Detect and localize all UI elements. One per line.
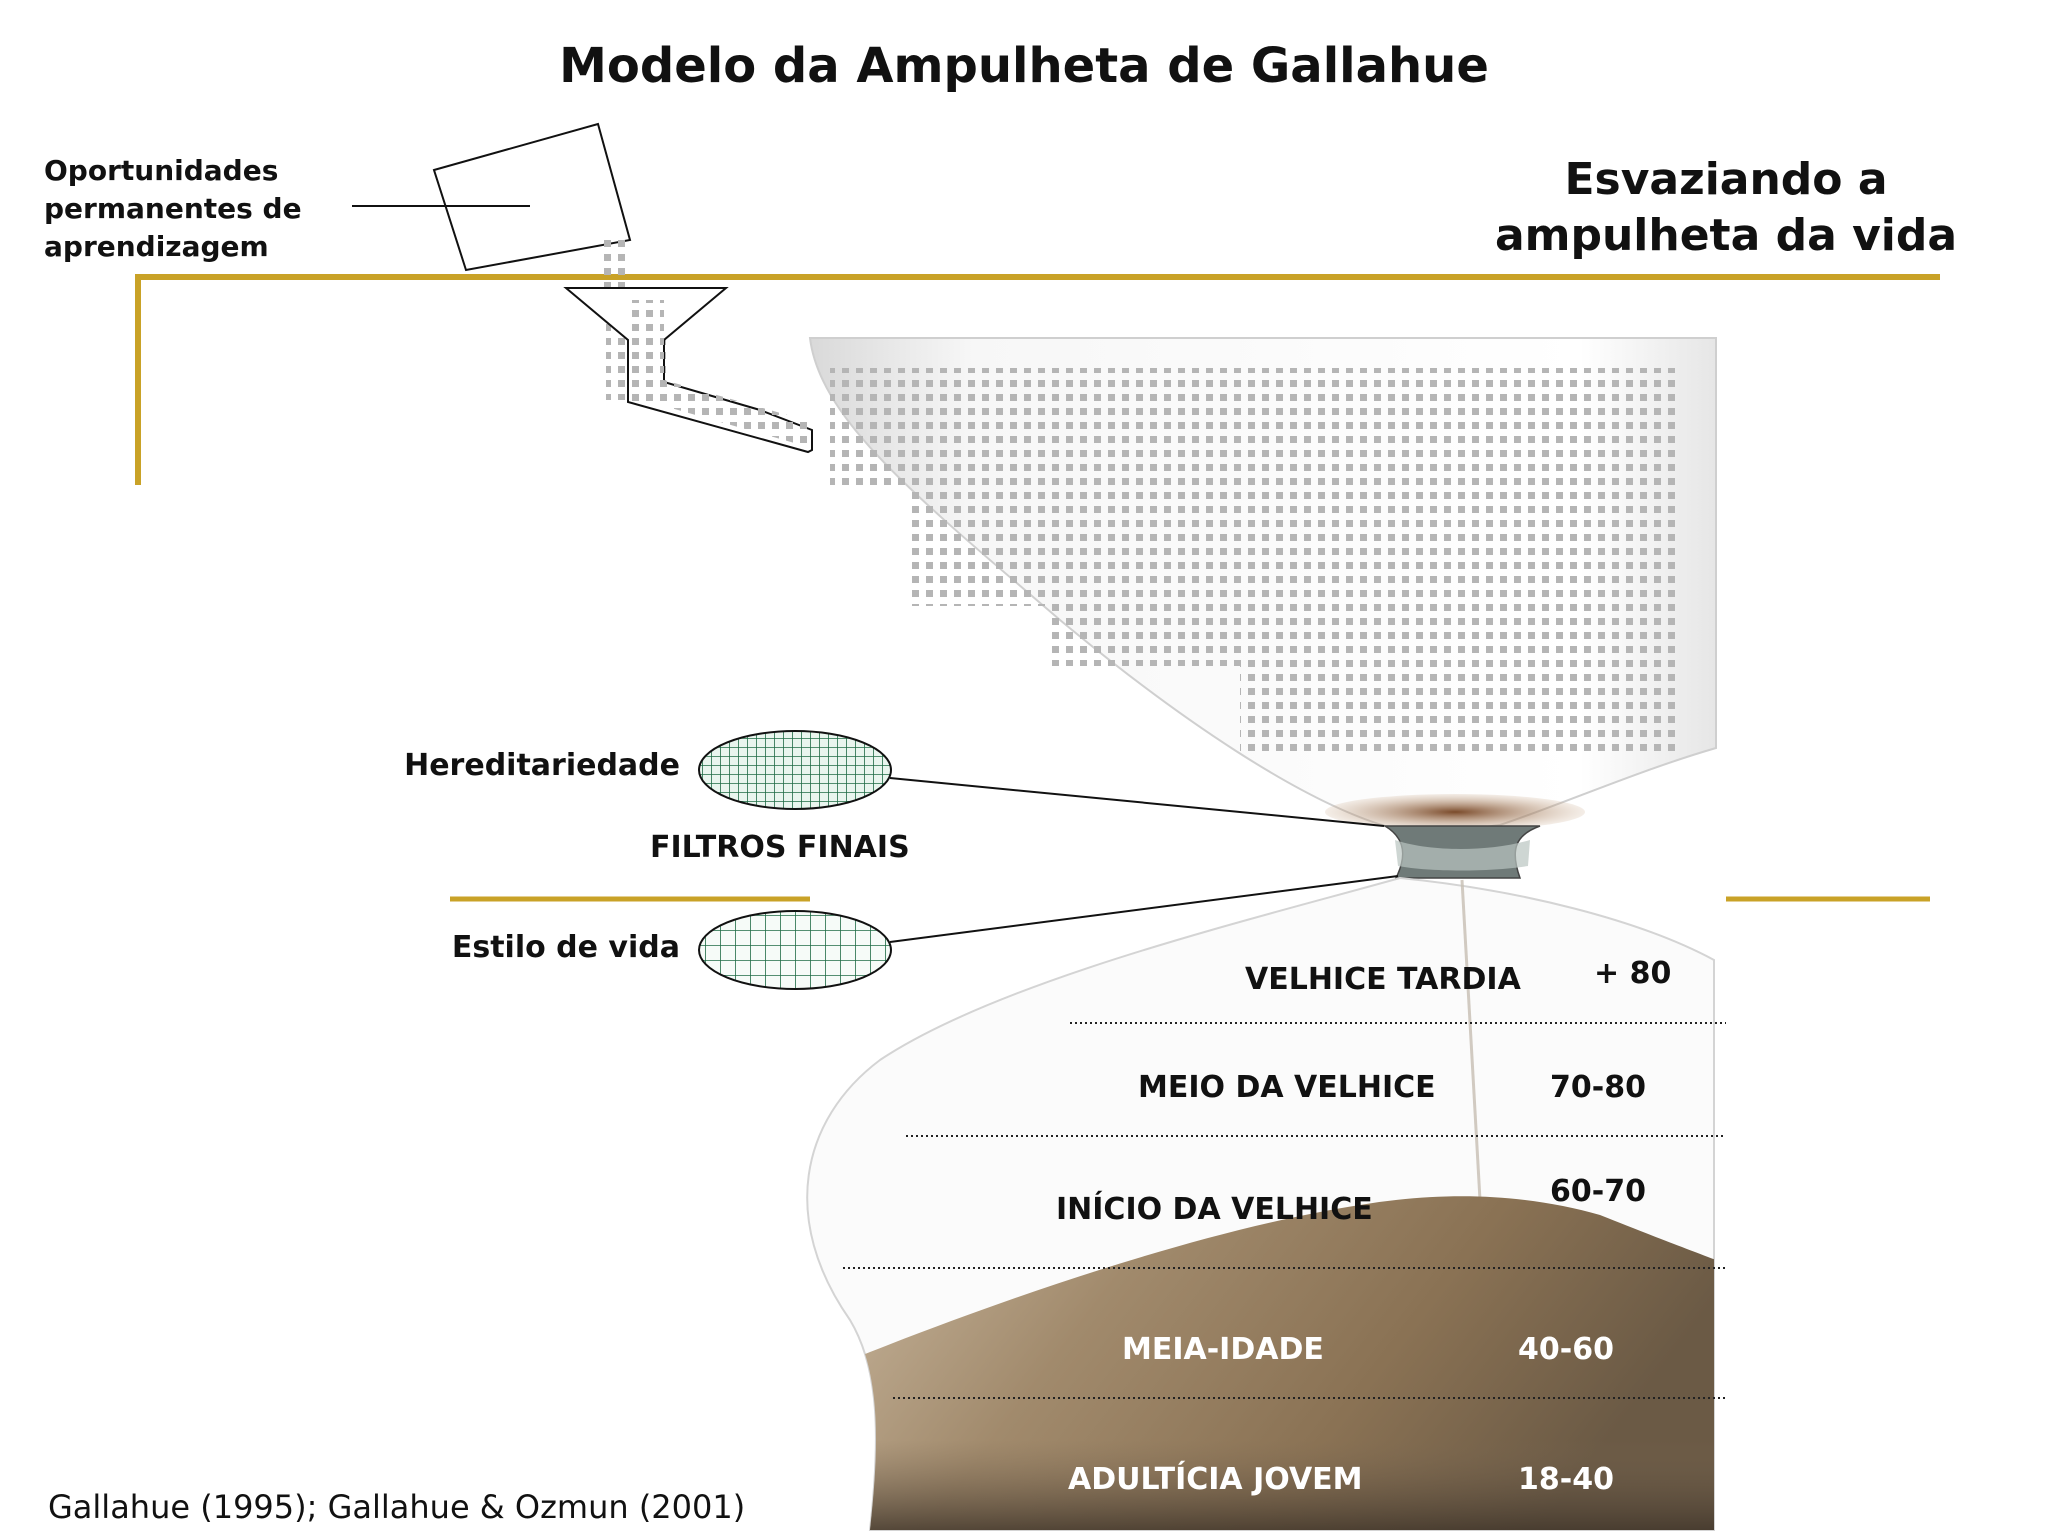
funnel-dots <box>628 300 812 448</box>
lifestyle-label: Estilo de vida <box>451 930 680 965</box>
learning-opportunities-box <box>432 122 632 272</box>
falling-sand-stream <box>1460 879 1482 1201</box>
lifestyle-filter <box>698 910 892 990</box>
stage-age-3: 60-70 <box>1550 1174 1646 1209</box>
stage-name-2: MEIO DA VELHICE <box>1138 1070 1436 1105</box>
stage-name-5: ADULTÍCIA JOVEM <box>1068 1462 1363 1497</box>
note-line-1: Oportunidades <box>44 154 279 187</box>
right-heading-line-1: Esvaziando a <box>1564 154 1888 205</box>
stage-age-2: 70-80 <box>1550 1070 1646 1105</box>
neck-sand <box>1325 794 1585 830</box>
bottom-sand-pile <box>850 1196 1714 1530</box>
right-heading: Esvaziando a ampulheta da vida <box>1466 152 1986 264</box>
top-sand-dots <box>830 368 1680 756</box>
stage-separators <box>843 1022 1726 1399</box>
note-line-3: aprendizagem <box>44 230 269 263</box>
lifestyle-pointer <box>889 875 1399 943</box>
heredity-filter <box>698 730 892 810</box>
stage-name-3: INÍCIO DA VELHICE <box>1056 1192 1373 1227</box>
stage-name-4: MEIA-IDADE <box>1122 1332 1324 1367</box>
note-line-2: permanentes de <box>44 192 302 225</box>
stage-age-5: 18-40 <box>1518 1462 1614 1497</box>
learning-opportunities-note: Oportunidades permanentes de aprendizage… <box>44 152 302 266</box>
heredity-pointer <box>889 777 1385 827</box>
stage-age-1: + 80 <box>1594 956 1672 991</box>
gold-frame <box>135 274 1940 902</box>
citation: Gallahue (1995); Gallahue & Ozmun (2001) <box>48 1488 746 1526</box>
final-filters-label: FILTROS FINAIS <box>650 830 910 865</box>
right-heading-line-2: ampulheta da vida <box>1494 210 1958 261</box>
heredity-label: Hereditariedade <box>404 748 680 783</box>
stage-age-4: 40-60 <box>1518 1332 1614 1367</box>
stage-name-1: VELHICE TARDIA <box>1245 962 1521 997</box>
page-title: Modelo da Ampulheta de Gallahue <box>559 38 1489 94</box>
